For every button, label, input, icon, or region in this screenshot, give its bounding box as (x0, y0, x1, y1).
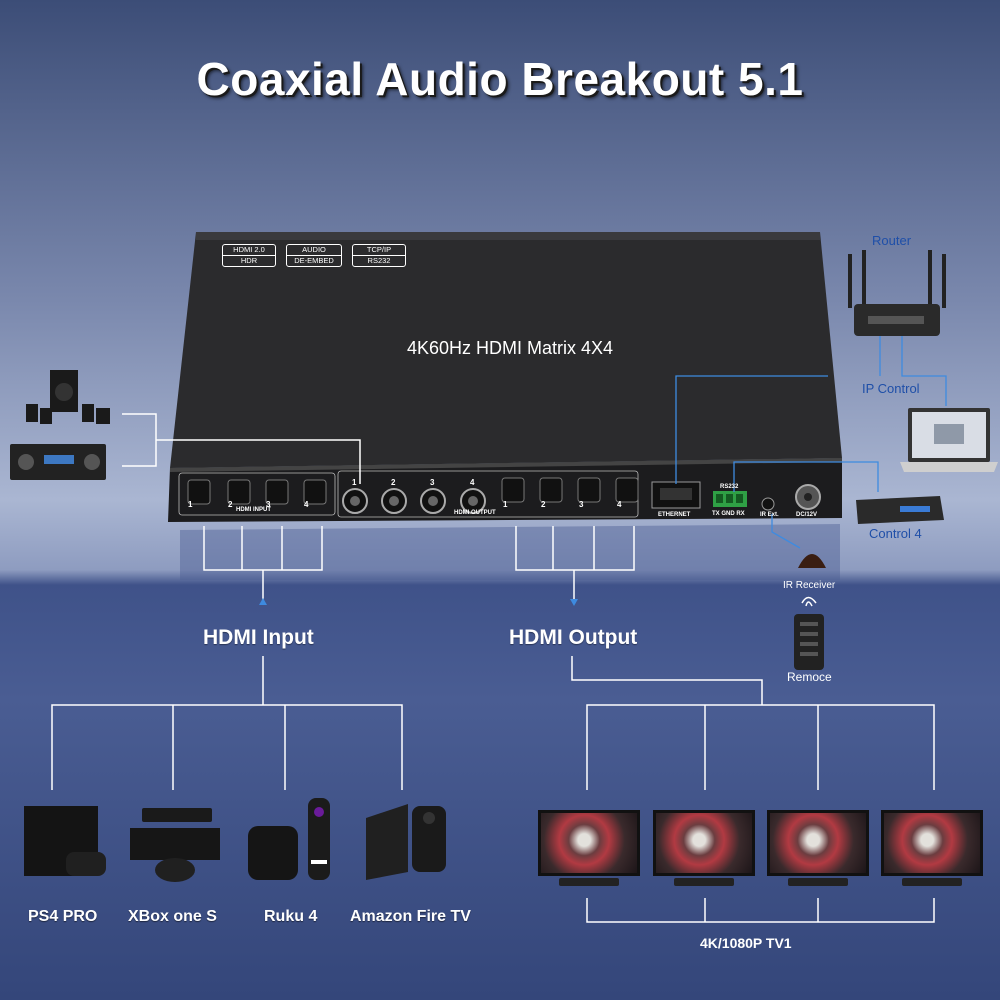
ps4-console (24, 806, 106, 876)
coaxial-ports (342, 488, 486, 514)
rs232-pins-label: TX GND RX (712, 511, 745, 517)
xbox-console (130, 808, 220, 882)
hdmi-input-ports (187, 479, 327, 505)
ethernet-label: ETHERNET (658, 512, 691, 518)
output-port-number: 3 (579, 500, 584, 509)
source-label: Ruku 4 (264, 908, 318, 925)
av-receiver (10, 444, 106, 480)
tv-caption: 4K/1080P TV1 (700, 935, 792, 951)
connector-lines (51, 413, 935, 923)
hdmi-input-heading: HDMI Input (203, 626, 314, 649)
tv-1 (538, 810, 640, 876)
tv-stand (788, 878, 848, 886)
hdmi-output-heading: HDMI Output (509, 626, 638, 649)
power-label: DC/12V (796, 512, 818, 518)
tv-stand (559, 878, 619, 886)
ip-control-label: IP Control (862, 381, 920, 396)
source-label: XBox one S (128, 908, 217, 925)
coax-port-number: 2 (391, 478, 396, 487)
laptop (900, 408, 998, 472)
ir-receiver (798, 554, 826, 568)
remote-control (794, 596, 824, 670)
remote-label: Remoce (787, 670, 832, 684)
tv-2 (653, 810, 755, 876)
input-port-number: 4 (304, 500, 309, 509)
source-label: PS4 PRO (28, 908, 98, 925)
source-label: Amazon Fire TV (350, 908, 471, 925)
output-port-number: 1 (503, 500, 508, 509)
coax-port-number: 4 (470, 478, 475, 487)
router (848, 250, 946, 336)
router-label: Router (872, 233, 912, 248)
device-title: 4K60Hz HDMI Matrix 4X4 (406, 338, 614, 358)
hdmi-output-ports (501, 477, 639, 503)
control-box (856, 496, 944, 524)
output-port-number: 4 (617, 500, 622, 509)
coax-port-number: 1 (352, 478, 357, 487)
hdmi-input-panel-label: HDMI INPUT (236, 507, 271, 513)
control-label: Control 4 (869, 526, 922, 541)
rs232-label: RS232 (720, 484, 739, 490)
roku-player (248, 798, 330, 880)
tv-stand (902, 878, 962, 886)
output-port-number: 2 (541, 500, 546, 509)
ir-ext-label: IR Ext. (760, 512, 779, 518)
input-port-number: 3 (266, 500, 271, 509)
fire-tv-box (366, 804, 446, 880)
tv-3 (767, 810, 869, 876)
tv-4 (881, 810, 983, 876)
page-title: Coaxial Audio Breakout 5.1 (196, 53, 804, 105)
coax-port-number: 3 (430, 478, 435, 487)
input-port-number: 1 (188, 500, 193, 509)
ir-receiver-label: IR Receiver (783, 580, 836, 591)
input-port-number: 2 (228, 500, 233, 509)
speaker-system (26, 370, 110, 424)
hdmi-output-panel-label: HDMI OUTPUT (454, 510, 496, 516)
tv-stand (674, 878, 734, 886)
